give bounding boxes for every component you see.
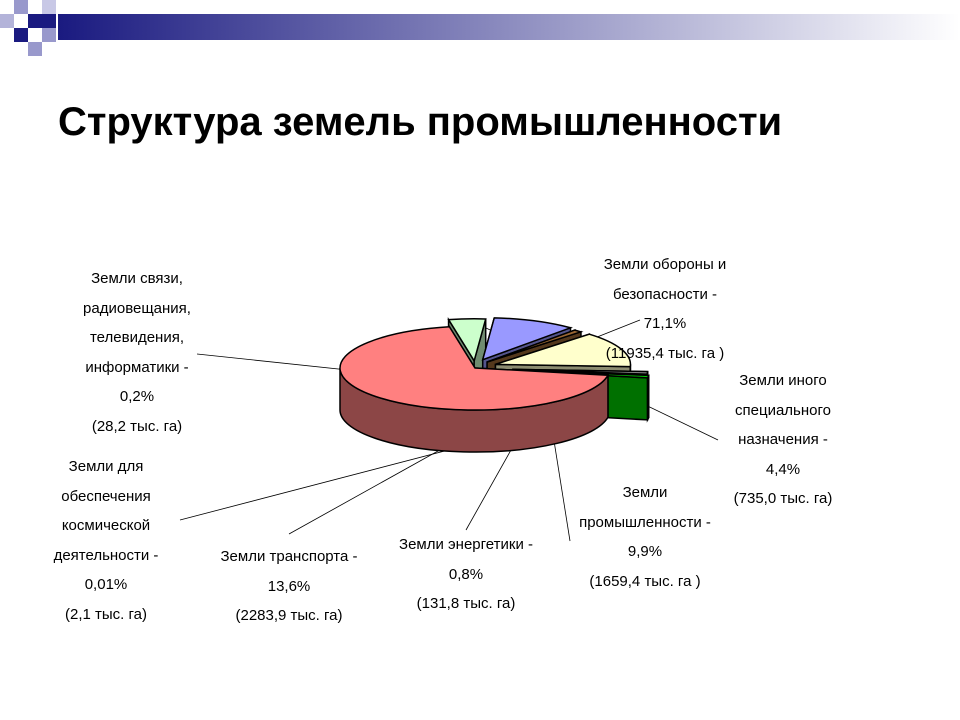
- deco-square: [42, 0, 56, 14]
- pie-slice-top: [486, 329, 584, 363]
- slice-label: Земли иного специального назначения - 4,…: [733, 372, 833, 507]
- pie-slice-top: [447, 318, 487, 363]
- pie-slice-top: [481, 317, 573, 361]
- slice-label: Земли связи, радиовещания, телевидения, …: [83, 270, 191, 435]
- deco-square: [42, 14, 56, 28]
- deco-square: [42, 28, 56, 42]
- slice-label: Земли обороны и безопасности - 71,1% (11…: [603, 256, 727, 362]
- slide-corner-decoration: [0, 0, 960, 56]
- slide-title: Структура земель промышленности: [58, 100, 783, 144]
- pie-slices: [339, 316, 650, 453]
- deco-square: [14, 0, 28, 14]
- slice-label: Земли транспорта - 13,6% (2283,9 тыс. га…: [220, 548, 358, 624]
- pie-slice-top: [495, 333, 632, 368]
- slice-label: Земли для обеспечения космической деятел…: [53, 458, 159, 623]
- pie-slice-top: [339, 325, 610, 411]
- pie-slice: [339, 324, 610, 453]
- deco-square: [0, 14, 14, 28]
- slice-label: Земли энергетики - 0,8% (131,8 тыс. га): [399, 536, 533, 612]
- pie-slice-side: [646, 375, 650, 423]
- deco-square: [28, 42, 42, 56]
- pie-slice-top: [512, 368, 649, 375]
- slice-label: Земли промышленности - 9,9% (1659,4 тыс.…: [579, 484, 711, 590]
- deco-square: [28, 14, 42, 28]
- deco-square: [14, 28, 28, 42]
- top-gradient-band: [58, 14, 960, 40]
